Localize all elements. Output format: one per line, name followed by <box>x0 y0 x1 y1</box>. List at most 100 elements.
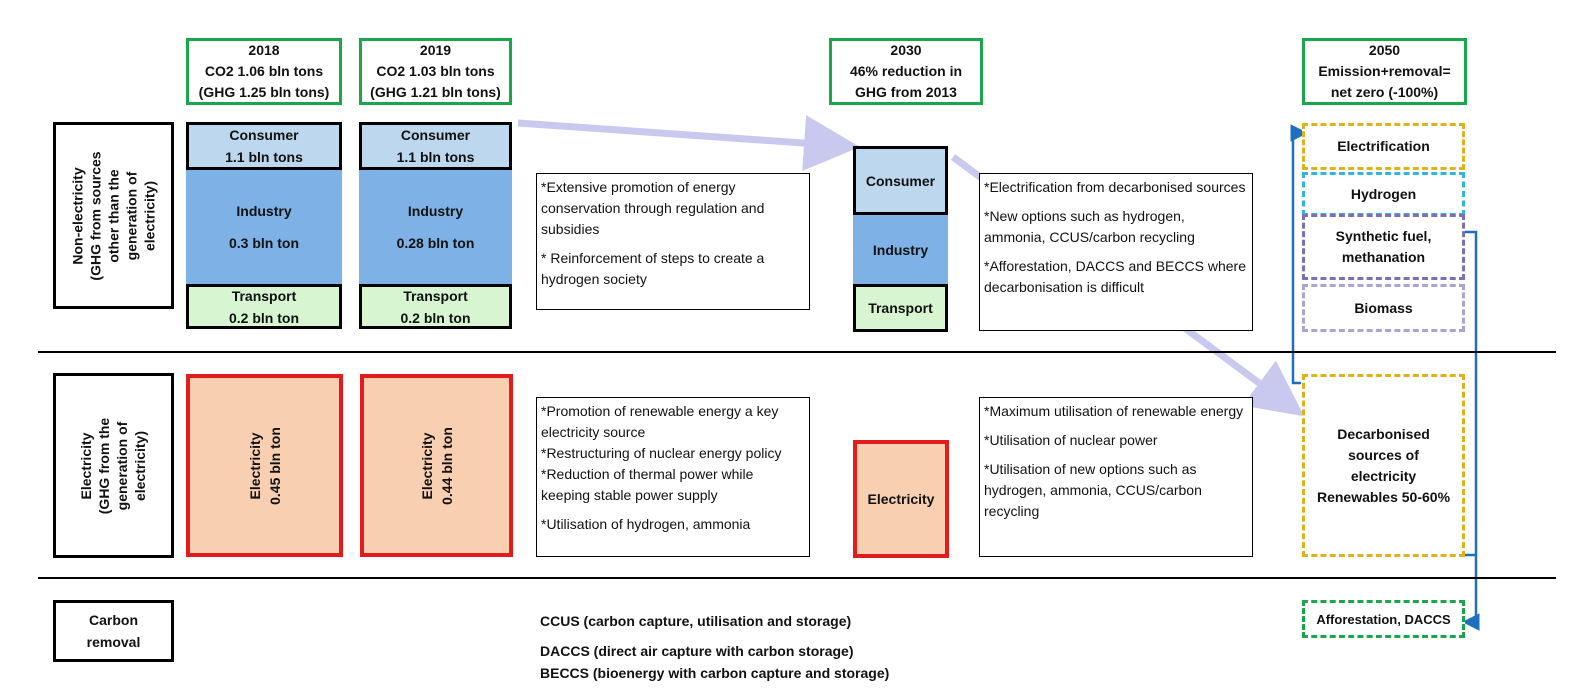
measure-item: *Afforestation, DACCS and BECCS where de… <box>984 258 1246 295</box>
row-label-line: Non-electricity <box>69 166 86 265</box>
transport-value: 0.2 bln ton <box>229 309 299 326</box>
row-label-carbon-removal: Carbon removal <box>53 600 174 662</box>
decarbonised-electricity-2050: Decarbonised sources of electricity Rene… <box>1302 374 1465 557</box>
divider-bottom <box>38 577 1556 579</box>
row-label-non-electricity: Non-electricity (GHG from sources other … <box>53 122 174 309</box>
hydrogen-label: Hydrogen <box>1350 185 1417 202</box>
industry-value: 0.28 bln ton <box>396 235 475 251</box>
decarbonised-line: Decarbonised <box>1337 425 1430 442</box>
electrification-2050: Electrification <box>1302 123 1465 170</box>
row-label-line: electricity) <box>132 430 149 501</box>
header-2019-year: 2019 <box>419 42 452 58</box>
policy-item: *Extensive promotion of energy conservat… <box>541 179 765 237</box>
arrow-synthetic-to-afforestation <box>1462 230 1480 631</box>
header-2019: 2019 CO2 1.03 bln tons (GHG 1.21 bln ton… <box>359 38 512 105</box>
row-label-line: removal <box>86 634 141 650</box>
header-2018-ghg: (GHG 1.25 bln tons) <box>198 84 330 100</box>
industry-value: 0.3 bln ton <box>229 235 299 251</box>
electricity-value: 0.45 bln ton <box>266 426 283 505</box>
electrification-label: Electrification <box>1337 138 1430 154</box>
header-2018-co2: CO2 1.06 bln tons <box>204 63 324 79</box>
consumer-label: Consumer <box>229 127 299 143</box>
measure-item: *Electrification from decarbonised sourc… <box>984 179 1246 195</box>
synthetic-fuel-2050: Synthetic fuel, methanation <box>1302 214 1465 280</box>
measure-item: *New options such as hydrogen, ammonia, … <box>984 208 1195 245</box>
row-label-line: electricity) <box>141 180 158 251</box>
consumer-2030: Consumer <box>853 146 948 215</box>
header-2019-ghg: (GHG 1.21 bln tons) <box>370 84 501 100</box>
measure-item: *Maximum utilisation of renewable energy <box>984 403 1244 419</box>
transport-label: Transport <box>868 300 933 316</box>
consumer-value: 1.1 bln tons <box>225 149 303 165</box>
industry-label: Industry <box>872 241 929 258</box>
industry-label: Industry <box>236 203 292 219</box>
arrow-2019-to-2030 <box>517 115 860 171</box>
glossary-ccus: CCUS (carbon capture, utilisation and st… <box>540 613 852 629</box>
row-label-line: Electricity <box>78 432 95 499</box>
electricity-label: Electricity <box>418 432 435 499</box>
policy-box-non-electricity: *Extensive promotion of energy conservat… <box>536 173 810 310</box>
electricity-2030: Electricity <box>853 440 949 558</box>
divider-top <box>38 351 1556 353</box>
arrow-decarbonised-to-electrification <box>1290 124 1308 385</box>
header-2018-year: 2018 <box>248 42 280 58</box>
industry-2019: Industry 0.28 bln ton <box>359 170 512 284</box>
row-label-line: generation of <box>114 421 131 510</box>
transport-label: Transport <box>231 287 297 304</box>
row-label-line: other than the <box>105 168 122 263</box>
header-2050: 2050 Emission+removal= net zero (-100%) <box>1302 38 1467 105</box>
policy-item: * Reinforcement of steps to create a hyd… <box>541 250 765 287</box>
header-2030-line2: GHG from 2013 <box>855 84 957 100</box>
methanation-label: methanation <box>1341 249 1426 265</box>
row-label-line: generation of <box>123 171 140 260</box>
electricity-label: Electricity <box>867 491 935 507</box>
measures-box-electricity: *Maximum utilisation of renewable energy… <box>979 397 1253 557</box>
row-label-electricity: Electricity (GHG from the generation of … <box>53 373 174 558</box>
electricity-2019: Electricity 0.44 bln ton <box>360 374 513 557</box>
consumer-2019: Consumer 1.1 bln tons <box>359 122 512 170</box>
row-label-line: Carbon <box>89 612 138 628</box>
header-2050-line1: Emission+removal= <box>1318 63 1451 79</box>
consumer-label: Consumer <box>400 127 471 143</box>
header-2018: 2018 CO2 1.06 bln tons (GHG 1.25 bln ton… <box>186 38 342 105</box>
afforestation-daccs-2050: Afforestation, DACCS <box>1302 600 1465 638</box>
policy-item: *Utilisation of hydrogen, ammonia <box>541 516 751 532</box>
biomass-label: Biomass <box>1354 299 1413 316</box>
measure-item: *Utilisation of nuclear power <box>984 432 1158 448</box>
consumer-value: 1.1 bln tons <box>396 149 475 165</box>
glossary-beccs: BECCS (bioenergy with carbon capture and… <box>540 665 890 681</box>
biomass-2050: Biomass <box>1302 284 1465 332</box>
electricity-value: 0.44 bln ton <box>438 426 455 505</box>
transport-2019: Transport 0.2 bln ton <box>359 284 512 329</box>
row-label-line: (GHG from the <box>96 417 113 514</box>
policy-item: *Restructuring of nuclear energy policy <box>541 445 782 461</box>
consumer-label: Consumer <box>865 172 936 189</box>
industry-label: Industry <box>407 203 464 219</box>
transport-label: Transport <box>403 287 468 304</box>
transport-2018: Transport 0.2 bln ton <box>186 284 342 329</box>
electricity-label: Electricity <box>246 432 263 499</box>
header-2050-year: 2050 <box>1368 42 1401 58</box>
transport-2030: Transport <box>853 284 948 332</box>
row-label-line: (GHG from sources <box>87 150 104 281</box>
consumer-2018: Consumer 1.1 bln tons <box>186 122 342 170</box>
measure-item: *Utilisation of new options such as hydr… <box>984 461 1202 519</box>
decarbonised-line: sources of <box>1348 446 1419 463</box>
decarbonised-line: electricity <box>1350 467 1417 484</box>
industry-2030: Industry <box>853 215 948 284</box>
renewables-share: Renewables 50-60% <box>1316 488 1451 505</box>
header-2030: 2030 46% reduction in GHG from 2013 <box>829 38 983 105</box>
policy-box-electricity: *Promotion of renewable energy a key ele… <box>536 397 810 557</box>
policy-item: *Reduction of thermal power while keepin… <box>541 466 754 503</box>
electricity-2018: Electricity 0.45 bln ton <box>186 374 343 557</box>
header-2050-line2: net zero (-100%) <box>1330 84 1439 100</box>
synthetic-fuel-label: Synthetic fuel, <box>1335 228 1432 244</box>
transport-value: 0.2 bln ton <box>400 309 471 326</box>
afforestation-label: Afforestation, DACCS <box>1316 611 1451 627</box>
glossary-daccs: DACCS (direct air capture with carbon st… <box>540 643 854 659</box>
hydrogen-2050: Hydrogen <box>1302 172 1465 216</box>
header-2030-year: 2030 <box>890 42 922 58</box>
header-2030-line1: 46% reduction in <box>849 63 963 79</box>
industry-2018: Industry 0.3 bln ton <box>186 170 342 284</box>
measures-box-non-electricity: *Electrification from decarbonised sourc… <box>979 173 1253 331</box>
